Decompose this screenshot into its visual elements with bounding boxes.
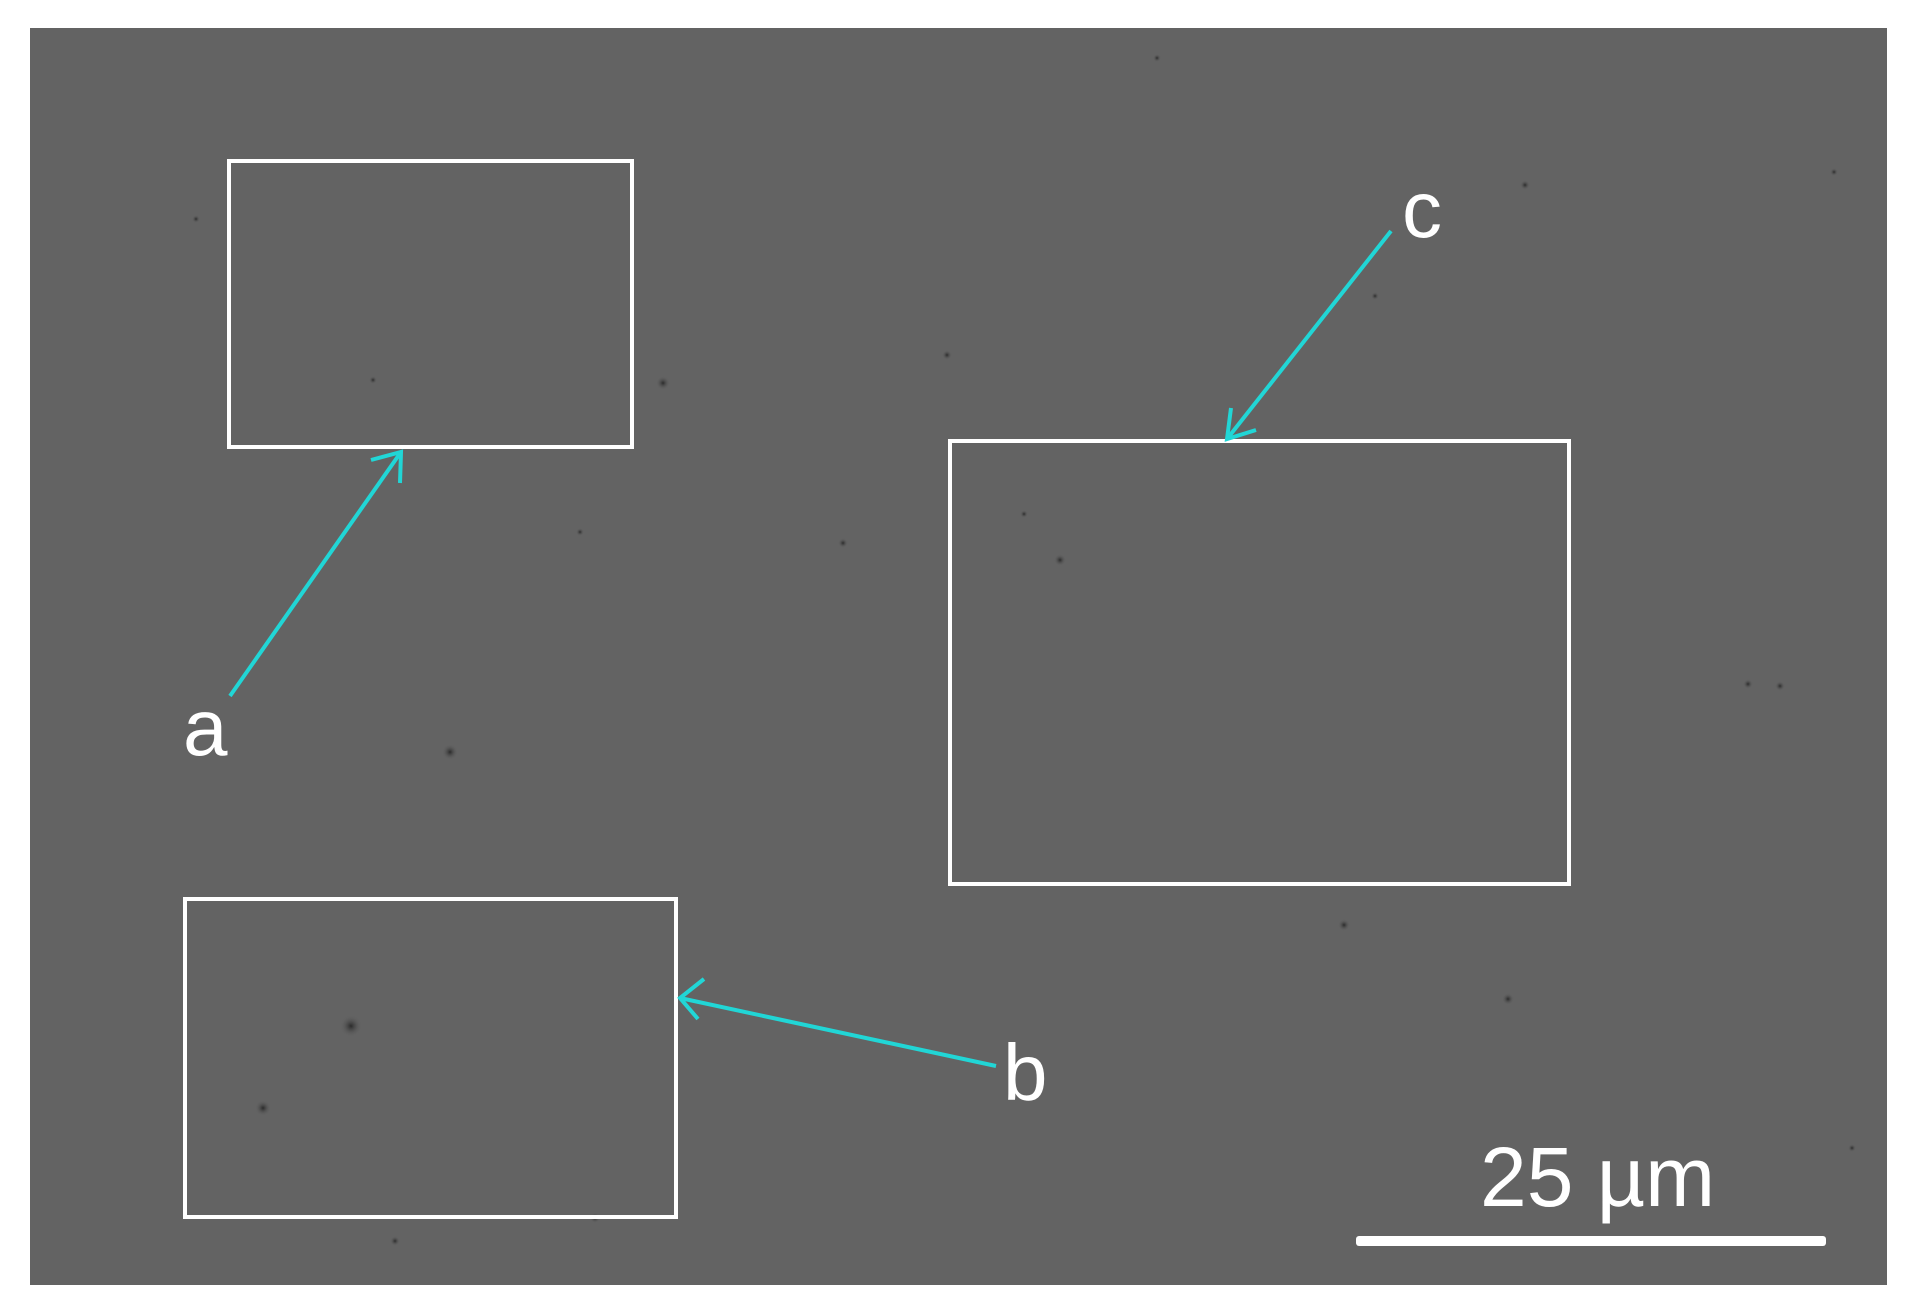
- region-b: b: [183, 897, 1048, 1219]
- scale-bar: 25 µm: [1356, 1130, 1826, 1246]
- region-a-frame: [227, 159, 634, 449]
- region-c-label: c: [1402, 165, 1442, 254]
- scale-bar-line: [1356, 1236, 1826, 1246]
- region-c-arrow: [1224, 229, 1393, 442]
- region-c: c: [948, 165, 1571, 886]
- region-c-frame: [948, 439, 1571, 886]
- region-a-label: a: [183, 683, 228, 772]
- surface-pits: [192, 54, 1856, 1246]
- region-a-arrow: [228, 449, 404, 698]
- region-b-arrow: [677, 977, 997, 1068]
- region-b-frame: [183, 897, 678, 1219]
- region-b-label: b: [1003, 1028, 1048, 1117]
- region-a: a: [183, 159, 634, 772]
- micrograph-background: [30, 28, 1887, 1285]
- scale-bar-label: 25 µm: [1480, 1130, 1715, 1224]
